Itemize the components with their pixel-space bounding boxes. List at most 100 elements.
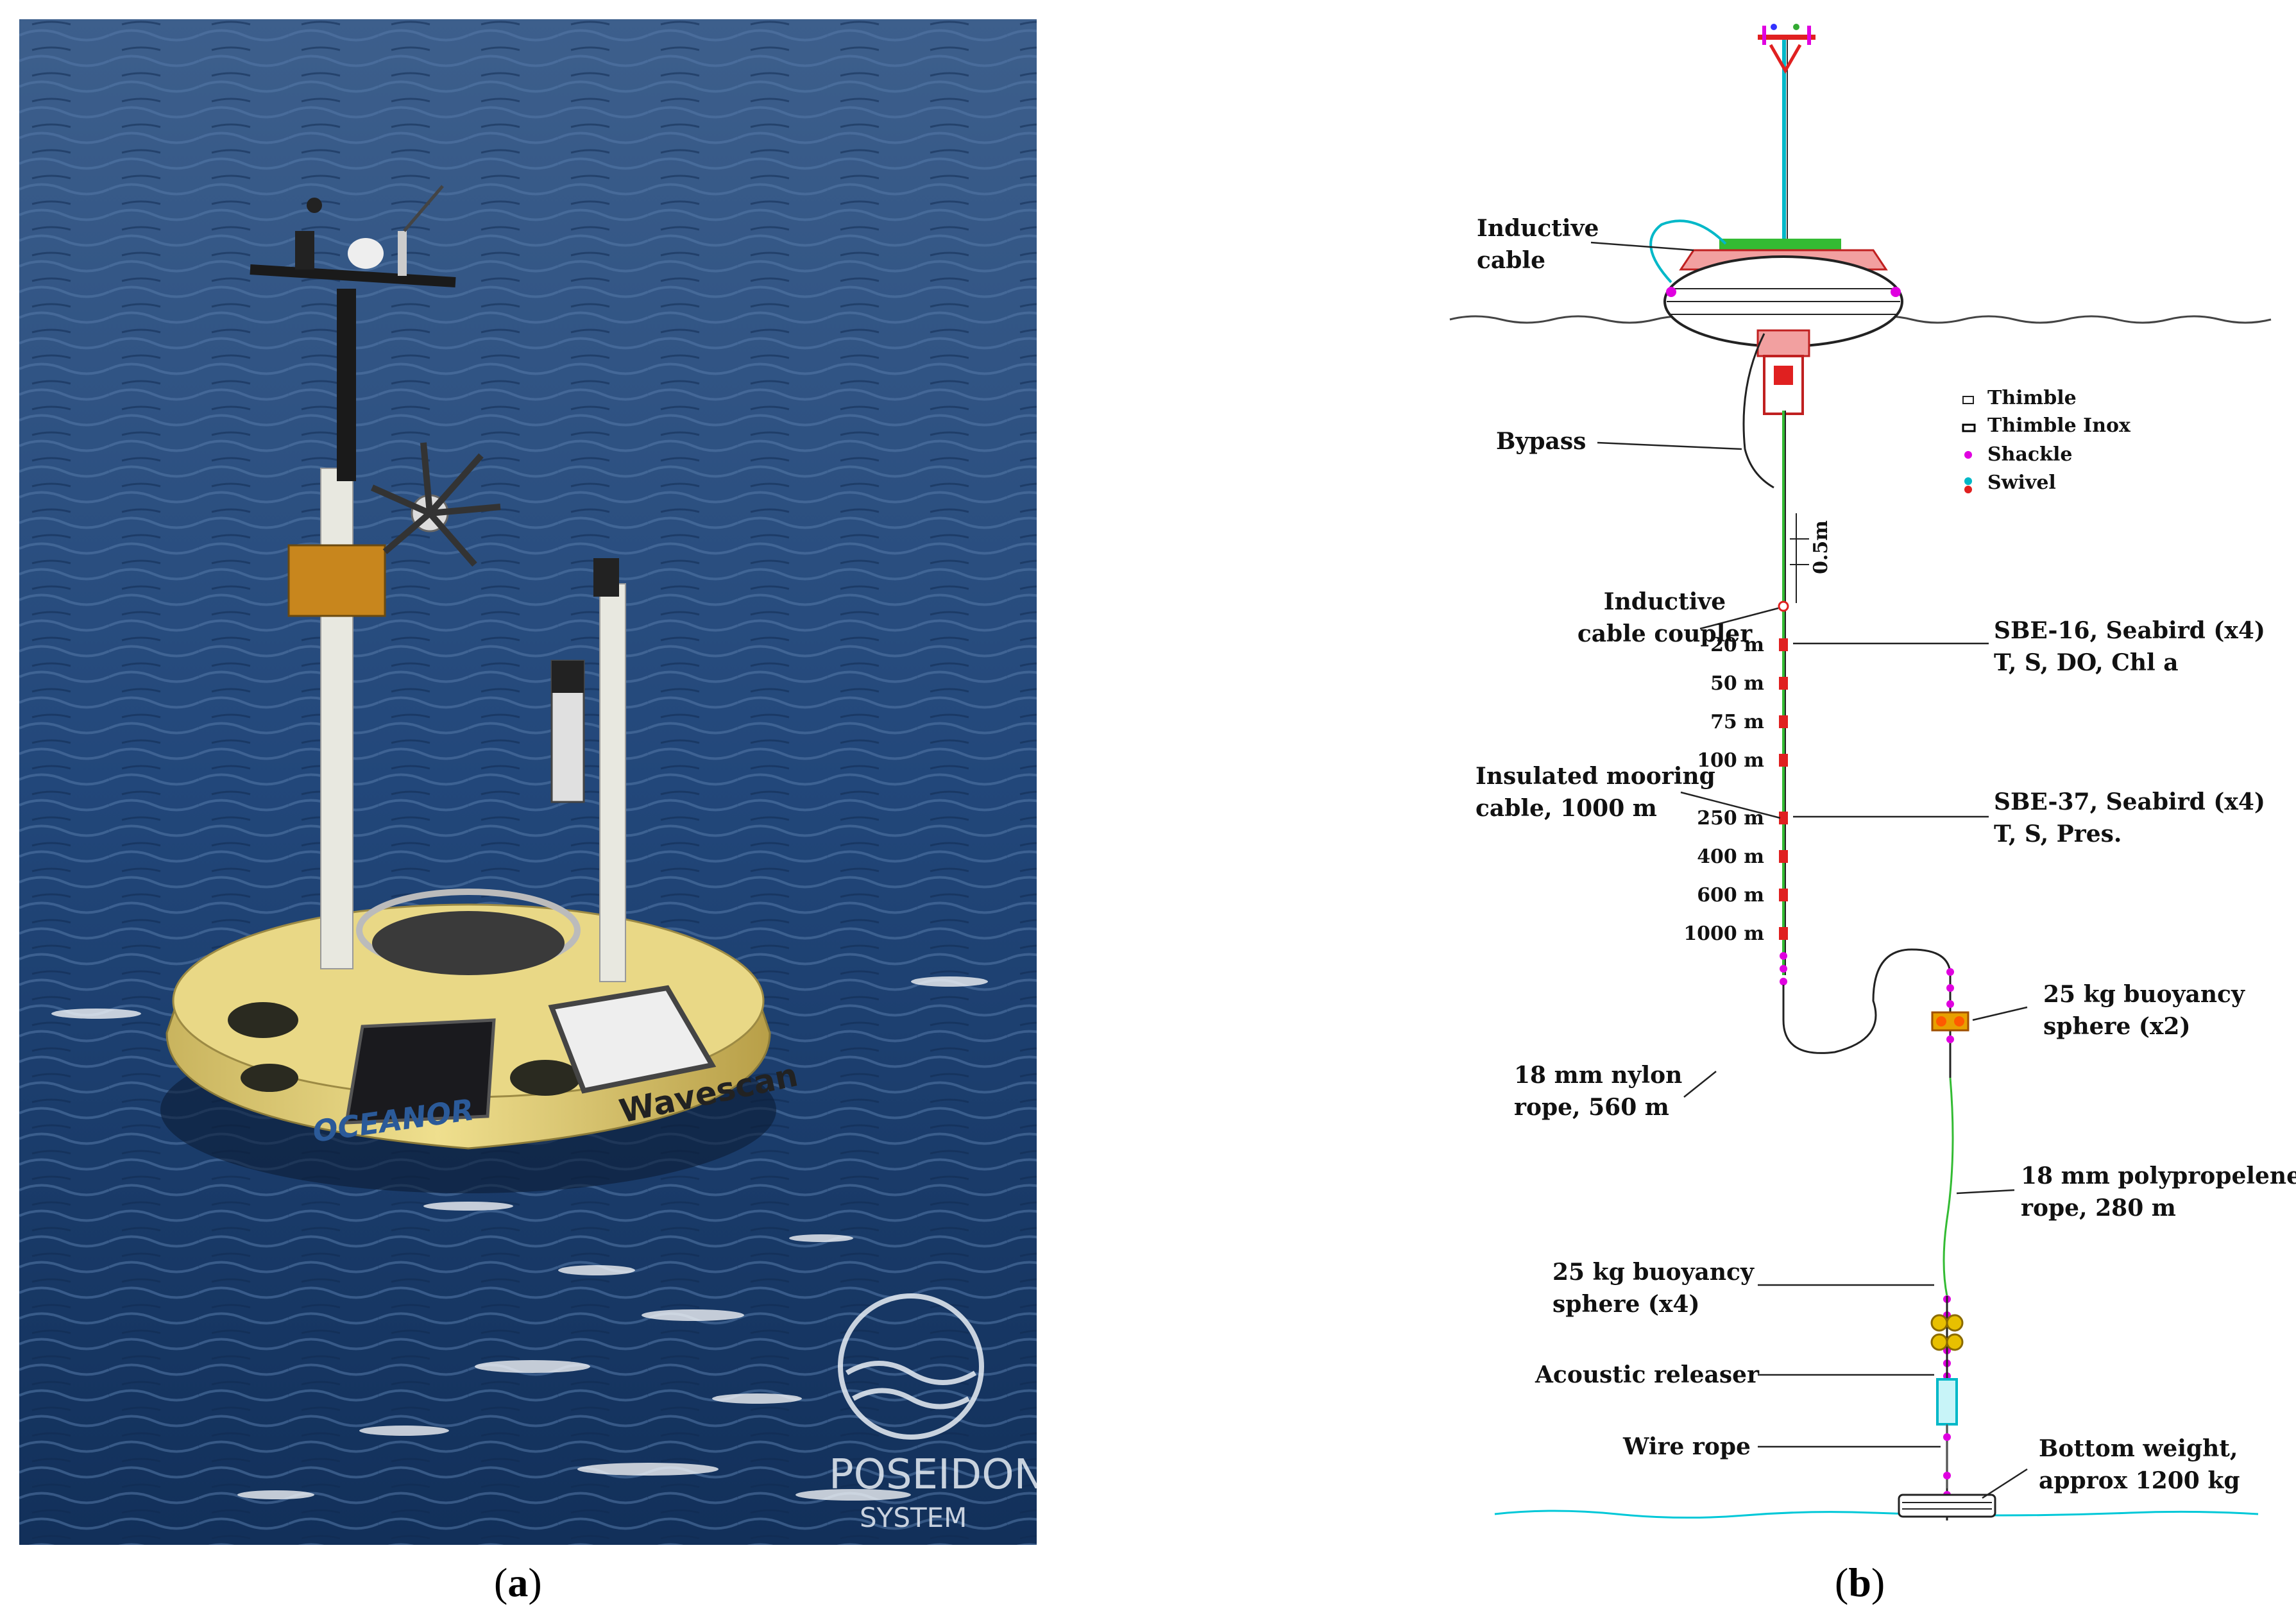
legend: Thimble Thimble Inox Shackle Swivel	[1962, 387, 2131, 494]
buoyancy-x4-label: 25 kg buoyancy sphere (x4)	[1552, 1259, 1755, 1318]
panel-label-a: (a)	[494, 1559, 542, 1606]
label-insulated-line1: Insulated mooring	[1475, 763, 1715, 790]
spacing-label: 0.5m	[1810, 520, 1832, 574]
antenna	[403, 185, 444, 232]
secondary-mast	[599, 583, 626, 982]
shackles	[1946, 968, 1954, 1043]
depth-label: 600 m	[1697, 884, 1764, 907]
label-bypass: Bypass	[1496, 428, 1586, 455]
label-sbe16-line2: T, S, DO, Chl a	[1994, 649, 2179, 676]
poseidon-watermark: POSEIDON SYSTEM	[829, 1293, 1037, 1533]
nylon-rope-label: 18 mm nylon rope, 560 m	[1514, 1062, 1682, 1121]
sensor-1000m	[1779, 927, 1788, 940]
legend-symbol-thimble-icon	[1962, 396, 1974, 404]
label-poly-line1: 18 mm polypropelene	[2021, 1162, 2296, 1189]
sensor-100m	[1779, 754, 1788, 767]
deck-hatch	[510, 1060, 581, 1096]
label-coupler-line2: cable coupler	[1577, 620, 1753, 647]
sun-glint	[51, 976, 988, 1501]
panel-label-b: (b)	[1835, 1559, 1885, 1606]
label-inductive-cable-line1: Inductive	[1477, 215, 1599, 242]
buoy-top-cap	[372, 911, 565, 975]
buoyancy-x2-label: 25 kg buoyancy sphere (x2)	[2043, 981, 2245, 1040]
sensor-50m	[1779, 677, 1788, 690]
seabed-line	[1494, 1510, 2259, 1519]
paren-open: (	[1835, 1560, 1849, 1605]
wind-turbine-icon	[370, 442, 501, 567]
label-sbe37-line2: T, S, Pres.	[1994, 821, 2122, 847]
label-acoustic-releaser: Acoustic releaser	[1535, 1361, 1760, 1388]
legend-symbol-thimble-inox-icon	[1962, 423, 1976, 432]
panel-letter: a	[507, 1560, 529, 1605]
buoy-photo-illustration: OCEANOR Wavescan	[19, 19, 1037, 1545]
bottom-weight	[1898, 1494, 1996, 1518]
label-weight-line1: Bottom weight,	[2039, 1435, 2238, 1462]
mooring-diagram: 0.5m 20 m 50 m 75 m 100 m 250 m 400 m 60…	[1424, 0, 2296, 1553]
inductive-coupler-marker	[1778, 600, 1789, 612]
panel-letter: b	[1848, 1560, 1871, 1605]
spacing-marker: 0.5m	[1790, 513, 1832, 603]
sea-waves	[19, 19, 1037, 1545]
solar-panel	[344, 1018, 496, 1125]
label-poly-line2: rope, 280 m	[2021, 1195, 2176, 1222]
label-weight-line2: approx 1200 kg	[2039, 1467, 2240, 1494]
sensor-20m	[1779, 638, 1788, 651]
leader-lines	[1590, 241, 2028, 1499]
coupler-label: Inductive cable coupler	[1577, 588, 1753, 647]
sensor-string	[1779, 638, 1788, 940]
label-buoy2-line1: 25 kg buoyancy	[2043, 981, 2245, 1008]
sensor-600m	[1779, 889, 1788, 901]
sensor-head	[593, 558, 619, 597]
watermark-subtitle: SYSTEM	[860, 1502, 967, 1533]
sensor-75m	[1779, 715, 1788, 728]
watermark-title: POSEIDON	[829, 1451, 1037, 1499]
buoy-photo: OCEANOR Wavescan	[19, 19, 1037, 1545]
sensor-canister-cap	[552, 661, 584, 693]
polypropylene-label: 18 mm polypropelene rope, 280 m	[2021, 1162, 2296, 1222]
buoy-mast	[1758, 24, 1816, 244]
label-insulated-line2: cable, 1000 m	[1475, 795, 1657, 822]
main-mast	[320, 468, 353, 969]
legend-thimble: Thimble	[1987, 387, 2077, 409]
label-inductive-cable-line2: cable	[1477, 247, 1545, 274]
label-sbe16-line1: SBE-16, Seabird (x4)	[1994, 617, 2265, 644]
legend-symbol-swivel-icon	[1964, 486, 1972, 493]
legend-symbol-swivel-icon	[1964, 477, 1972, 485]
label-coupler-line1: Inductive	[1604, 588, 1726, 615]
anemometer-icon	[307, 198, 322, 213]
legend-thimble-inox: Thimble Inox	[1987, 414, 2131, 437]
depth-label: 75 m	[1710, 711, 1764, 733]
legend-symbol-shackle-icon	[1964, 451, 1972, 459]
sensor	[295, 231, 314, 269]
depth-label: 100 m	[1697, 749, 1764, 772]
label-nylon-line1: 18 mm nylon	[1514, 1062, 1682, 1089]
shackles	[1780, 952, 1787, 985]
bypass-cable	[1742, 333, 1774, 489]
label-buoy2-line2: sphere (x2)	[2043, 1013, 2191, 1040]
label-buoy4-line2: sphere (x4)	[1552, 1291, 1700, 1318]
sensor-arm	[250, 264, 456, 287]
mooring-diagram-svg: 0.5m 20 m 50 m 75 m 100 m 250 m 400 m 60…	[1449, 24, 2296, 1520]
sensor-250m	[1779, 812, 1788, 824]
surface-buoy	[1649, 219, 1903, 415]
bottom-weight-label: Bottom weight, approx 1200 kg	[2039, 1435, 2240, 1494]
depth-label: 1000 m	[1683, 923, 1764, 945]
legend-swivel: Swivel	[1987, 472, 2056, 494]
depth-labels: 20 m 50 m 75 m 100 m 250 m 400 m 600 m 1…	[1683, 634, 1764, 945]
depth-label: 50 m	[1710, 672, 1764, 695]
deck-hatch	[241, 1064, 298, 1092]
mast-top-section	[337, 289, 356, 481]
depth-label: 20 m	[1710, 634, 1764, 656]
inductive-cable-label: Inductive cable	[1477, 215, 1599, 274]
solar-panel	[548, 985, 717, 1094]
legend-shackle: Shackle	[1987, 443, 2072, 466]
sbe37-label: SBE-37, Seabird (x4) T, S, Pres.	[1994, 788, 2265, 847]
sensor	[398, 231, 407, 276]
label-wire-rope: Wire rope	[1622, 1433, 1751, 1460]
label-sbe37-line1: SBE-37, Seabird (x4)	[1994, 788, 2265, 815]
paren-close: )	[528, 1560, 542, 1605]
buoyancy-spheres-x4	[1930, 1314, 1964, 1351]
mast-junction-box	[287, 544, 386, 617]
deck-hatch	[228, 1002, 298, 1038]
sensor-dome	[348, 238, 384, 269]
